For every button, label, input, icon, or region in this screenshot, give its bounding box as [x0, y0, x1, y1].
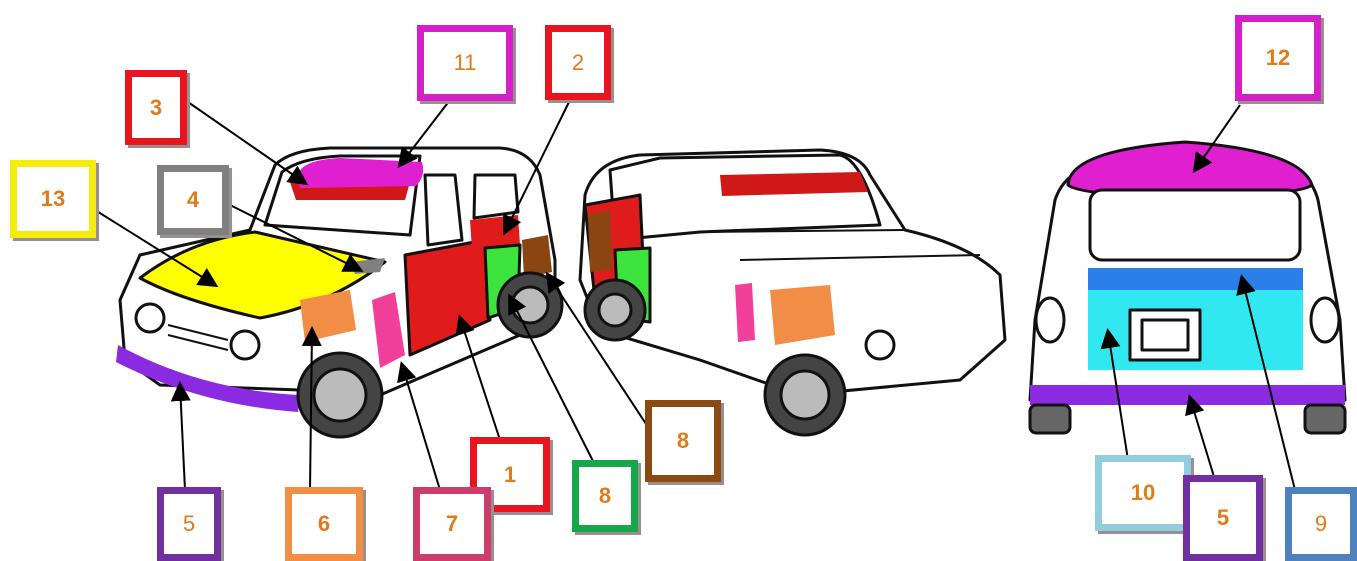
- label-4: 4: [157, 165, 229, 235]
- label-5-rear: 5: [1183, 475, 1263, 561]
- label-9: 9: [1285, 487, 1357, 561]
- left-car-rear-window: [474, 175, 518, 218]
- label-11: 11: [417, 25, 513, 101]
- label-2: 2: [545, 25, 611, 100]
- rear-car-wheel-left: [1030, 405, 1070, 433]
- left-car-headlight-2: [231, 331, 259, 359]
- label-5-front: 5: [157, 487, 221, 561]
- middle-car: [580, 150, 1005, 435]
- leader-7: [402, 365, 440, 490]
- middle-car-headlight: [866, 331, 894, 359]
- middle-car-door-brown: [588, 210, 612, 272]
- rear-car: [1030, 142, 1345, 433]
- label-8-green: 8: [572, 460, 638, 532]
- leader-5a: [180, 385, 185, 490]
- label-12: 12: [1235, 15, 1321, 101]
- rear-car-tailgate-band: [1088, 268, 1303, 290]
- label-13: 13: [10, 160, 96, 238]
- left-car-rear-quarter: [522, 235, 552, 278]
- middle-car-sill: [735, 283, 755, 342]
- label-10: 10: [1095, 455, 1191, 531]
- label-8-brown: 8: [645, 400, 721, 482]
- leader-5b: [1190, 398, 1215, 480]
- left-car-roof-bar: [298, 158, 423, 188]
- middle-car-front-wing: [770, 285, 835, 345]
- rear-car-window: [1090, 190, 1300, 260]
- label-7: 7: [413, 487, 491, 561]
- left-car-side-window: [425, 175, 462, 245]
- rear-car-wheel-right: [1305, 405, 1345, 433]
- middle-car-windshield-trim: [720, 172, 868, 196]
- label-6: 6: [285, 487, 363, 561]
- middle-car-cabin: [610, 155, 880, 240]
- rear-car-bumper: [1030, 385, 1345, 405]
- label-3: 3: [125, 70, 187, 145]
- left-car-headlight-1: [136, 304, 164, 332]
